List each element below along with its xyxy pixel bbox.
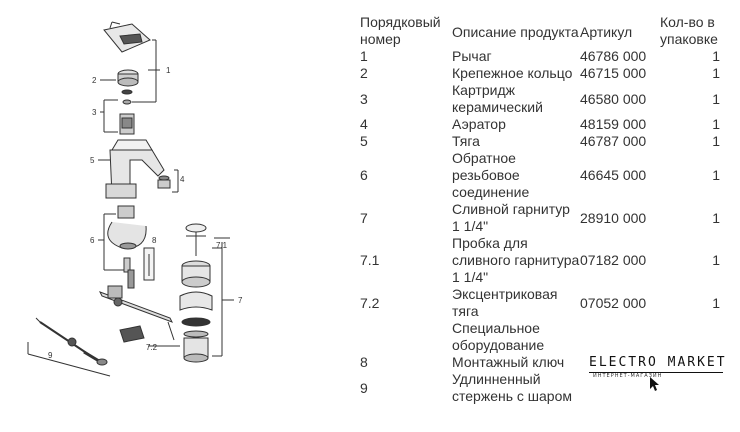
row-article: 07052 000 xyxy=(580,294,647,311)
row-description: Монтажный ключ xyxy=(452,354,565,370)
logo-divider xyxy=(589,372,723,373)
row-number: 8 xyxy=(360,354,368,370)
row-description: Обратное резьбовое соединение xyxy=(452,150,530,200)
row-quantity: 1 xyxy=(712,48,720,64)
table-row: 1 Рычаг 46786 000 1 xyxy=(360,48,732,65)
callout-2: 2 xyxy=(92,76,97,85)
row-article: 07182 000 xyxy=(580,252,647,268)
callout-1: 1 xyxy=(166,66,171,75)
header-quantity: Кол-во в упаковке xyxy=(660,14,718,47)
row-description: Рычаг xyxy=(452,48,492,64)
row-number: 9 xyxy=(360,379,368,396)
header-number: Порядковый номер xyxy=(360,14,441,47)
row-description: Пробка для сливного гарнитура 1 1/4" xyxy=(452,235,580,285)
logo-subtext: ИНТЕРНЕТ-МАГАЗИН xyxy=(593,373,663,379)
row-number: 1 xyxy=(360,48,368,64)
cursor-icon xyxy=(650,377,659,391)
row-description: Тяга xyxy=(452,133,480,149)
row-number: 2 xyxy=(360,65,368,81)
row-description: Специальное оборудование xyxy=(452,320,545,353)
table-header-row: Порядковый номер Описание продукта Артик… xyxy=(360,14,732,48)
table-row: 7 Сливной гарнитур 1 1/4" 28910 000 1 xyxy=(360,201,732,235)
table-row: 7.1 Пробка для сливного гарнитура 1 1/4"0… xyxy=(360,235,732,286)
row-article: 46645 000 xyxy=(580,167,647,183)
table-row: 2 Крепежное кольцо 46715 000 1 xyxy=(360,65,732,82)
exploded-parts-diagram: 1 2 3 4 5 6 7 7.1 7.2 8 9 xyxy=(27,21,243,377)
row-article: 48159 000 xyxy=(580,116,647,132)
row-description: Картридж керамический xyxy=(452,82,543,115)
row-number: 4 xyxy=(360,116,368,132)
row-description: Крепежное кольцо xyxy=(452,65,573,81)
row-number: 7.2 xyxy=(360,294,380,311)
row-article: 28910 000 xyxy=(580,209,647,226)
header-description: Описание продукта xyxy=(452,24,579,40)
callout-7: 7 xyxy=(238,296,243,305)
row-description: Аэратор xyxy=(452,116,506,132)
callout-4: 4 xyxy=(180,175,185,184)
row-number xyxy=(360,320,452,354)
row-article: 46787 000 xyxy=(580,133,647,149)
row-article: 46786 000 xyxy=(580,48,647,64)
table-row: 4 Аэратор 48159 000 1 xyxy=(360,116,732,133)
row-description: Эксцентриковая тяга xyxy=(452,286,558,319)
parts-table: Порядковый номер Описание продукта Артик… xyxy=(360,14,732,405)
callout-7-2: 7.2 xyxy=(146,343,158,352)
row-description: Сливной гарнитур 1 1/4" xyxy=(452,201,570,234)
row-article: 46580 000 xyxy=(580,90,647,107)
callout-9: 9 xyxy=(48,351,53,360)
header-article: Артикул xyxy=(580,24,633,40)
row-number: 6 xyxy=(360,167,368,183)
row-number: 3 xyxy=(360,90,368,107)
callout-8: 8 xyxy=(152,236,157,245)
row-quantity: 1 xyxy=(712,90,720,107)
row-quantity: 1 xyxy=(712,167,720,183)
row-quantity: 1 xyxy=(712,116,720,132)
electro-market-logo: ELECTRO MARKET ИНТЕРНЕТ-МАГАЗИН xyxy=(583,350,733,396)
row-quantity: 1 xyxy=(712,65,720,81)
table-row: 6 Обратное резьбовое соединение 46645 000 1 xyxy=(360,150,732,201)
logo-text: ELECTRO MARKET xyxy=(589,355,727,370)
row-article xyxy=(580,320,660,354)
row-quantity: 1 xyxy=(712,294,720,311)
table-row: 9 Удлинненный стержень с шаром xyxy=(360,371,732,405)
row-quantity: 1 xyxy=(712,133,720,149)
callout-3: 3 xyxy=(92,108,97,117)
row-number: 7.1 xyxy=(360,252,380,268)
row-description: Удлинненный стержень с шаром xyxy=(452,371,572,404)
row-number: 7 xyxy=(360,209,368,226)
row-quantity: 1 xyxy=(712,252,720,268)
callout-5: 5 xyxy=(90,156,95,165)
row-article: 46715 000 xyxy=(580,65,647,81)
row-quantity: 1 xyxy=(712,209,720,226)
table-row: Специальное оборудование xyxy=(360,320,732,354)
table-row: 8 Монтажный ключ xyxy=(360,354,732,371)
table-row: 3 Картридж керамический 46580 000 1 xyxy=(360,82,732,116)
callout-7-1: 7.1 xyxy=(216,241,228,250)
table-row: 7.2 Эксцентриковая тяга 07052 000 1 xyxy=(360,286,732,320)
row-quantity xyxy=(660,320,732,354)
row-number: 5 xyxy=(360,133,368,149)
table-row: 5 Тяга 46787 000 1 xyxy=(360,133,732,150)
callout-6: 6 xyxy=(90,236,95,245)
